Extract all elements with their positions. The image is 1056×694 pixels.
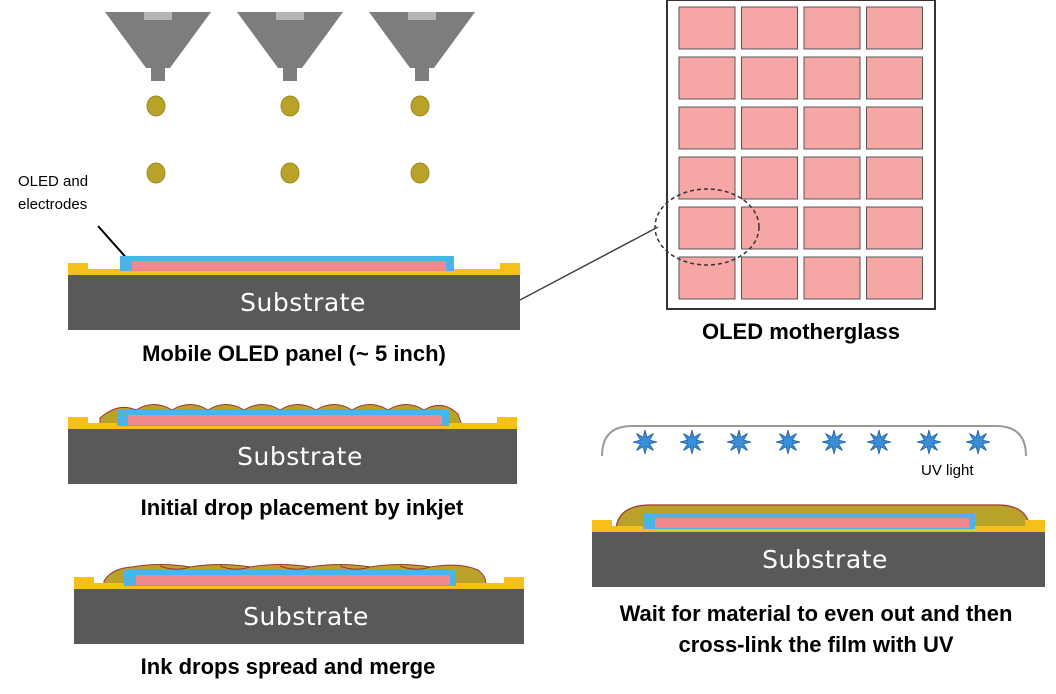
uv-light-label: UV light [921,462,974,479]
caption-wait-line2: cross-link the film with UV [678,632,953,657]
motherglass-panel-cell [741,156,798,200]
merge-lines [159,565,431,570]
substrate-label: Substrate [240,288,366,317]
caption-initial-drops: Initial drop placement by inkjet [141,495,464,520]
connector-line [519,226,659,301]
motherglass-panel-cell [866,206,923,250]
inkjet-nozzles [105,12,475,81]
uv-star-icon [632,429,658,455]
motherglass-panel-cell [803,206,861,250]
substrate [68,275,520,330]
substrate [74,589,524,644]
motherglass-panel-cell [741,6,798,50]
panel-mobile-oled: Substrate Mobile OLED panel (~ 5 inch) [68,256,520,366]
ink-drop [280,95,300,117]
motherglass-panel-cell [803,56,861,100]
motherglass-panel-cell [678,156,736,200]
oled-electrodes-label-line2: electrodes [18,196,87,213]
oled-motherglass: OLED motherglass [654,0,936,344]
motherglass-panel-cell [678,256,736,300]
motherglass-panel-cell [678,6,736,50]
oled-layer [655,518,969,528]
uv-light-stars [632,429,991,455]
caption-mobile-oled: Mobile OLED panel (~ 5 inch) [142,341,446,366]
nozzle-3 [369,12,475,81]
substrate-label: Substrate [762,545,888,574]
motherglass-panel-cell [678,206,736,250]
ink-drop [410,95,430,117]
ink-drop [280,162,300,184]
substrate [68,429,517,484]
motherglass-panel-cell [741,106,798,150]
caption-spread-merge: Ink drops spread and merge [141,654,436,679]
nozzle-2 [237,12,343,81]
electrode-strip [68,269,520,275]
oled-layer [128,415,442,425]
caption-wait-line1: Wait for material to even out and then [620,601,1013,626]
uv-star-icon [726,429,752,455]
oled-layer [132,261,446,271]
motherglass-panel-cell [678,106,736,150]
oled-layer [136,575,450,585]
motherglass-panel-cell [678,56,736,100]
uv-star-icon [821,429,847,455]
motherglass-panel-cell [803,156,861,200]
uv-star-icon [916,429,942,455]
motherglass-panel-cell [741,56,798,100]
oled-electrodes-label-line1: OLED and [18,173,88,190]
uv-star-icon [775,429,801,455]
motherglass-panel-cell [866,106,923,150]
motherglass-panel-cell [803,256,861,300]
motherglass-panel-cell [741,206,798,250]
highlight-circle [654,188,760,266]
motherglass-panel-cell [866,56,923,100]
ink-drop [410,162,430,184]
substrate [592,532,1045,587]
uv-lamp-housing [601,425,1027,457]
motherglass-panel-cell [866,6,923,50]
falling-ink-drops [146,95,430,184]
panel-initial-drops: Substrate Initial drop placement by inkj… [68,404,517,520]
ink-drop [146,95,166,117]
substrate-label: Substrate [237,442,363,471]
uv-star-icon [866,429,892,455]
motherglass-panel-cell [866,156,923,200]
motherglass-grid [678,6,923,300]
panel-uv-crosslink: UV light Substrate Wait for material to … [592,425,1045,657]
uv-star-icon [679,429,705,455]
ink-drop [146,162,166,184]
nozzle-1 [105,12,211,81]
motherglass-panel-cell [803,106,861,150]
substrate-label: Substrate [243,602,369,631]
uv-star-icon [965,429,991,455]
motherglass-panel-cell [803,6,861,50]
caption-motherglass: OLED motherglass [702,319,900,344]
motherglass-panel-cell [866,256,923,300]
panel-spread-merge: Substrate Ink drops spread and merge [74,564,524,679]
motherglass-panel-cell [741,256,798,300]
